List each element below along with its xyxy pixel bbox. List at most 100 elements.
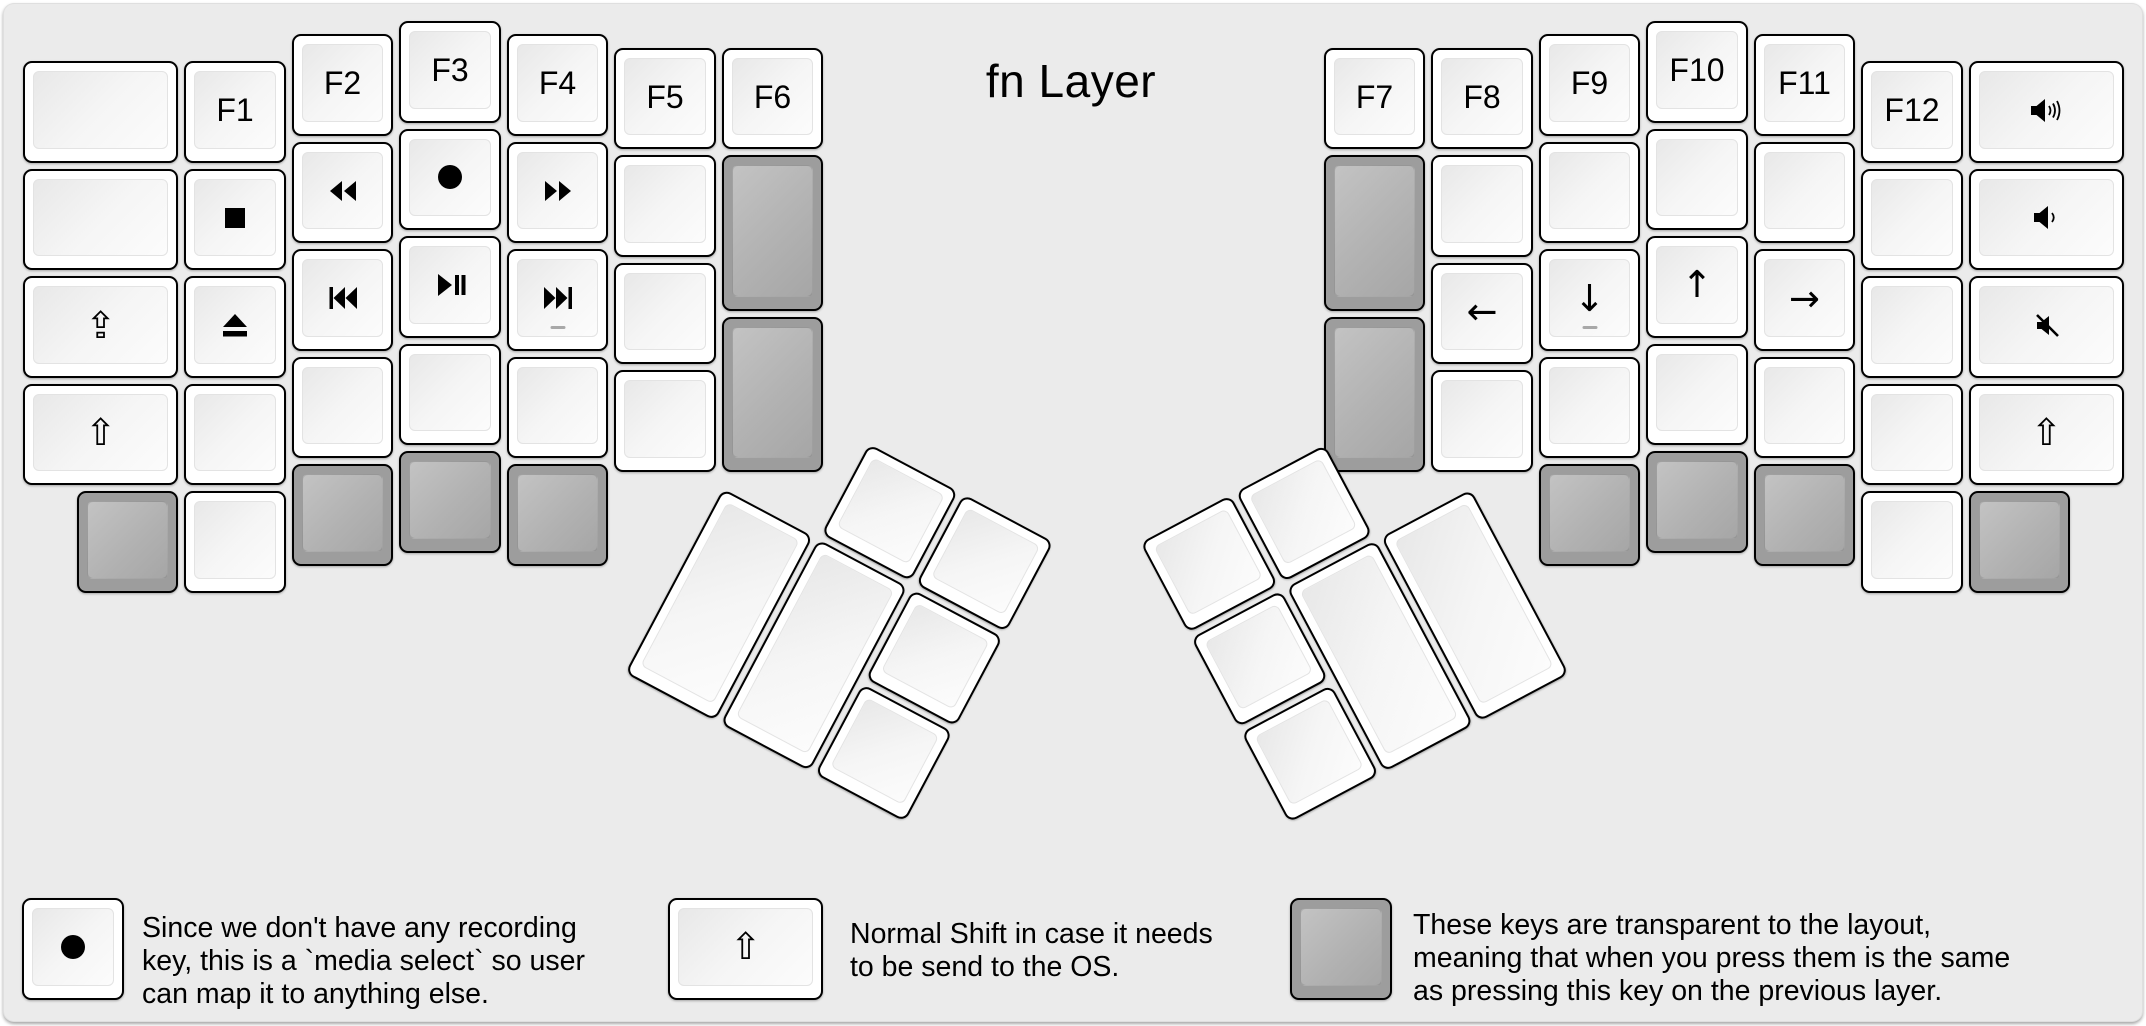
eject-icon (220, 312, 250, 339)
key-f2[interactable]: F2 (291, 34, 394, 136)
homing-bar (550, 325, 565, 329)
key-blank[interactable] (23, 168, 179, 271)
keycap-top (1871, 286, 1953, 364)
key-blank[interactable] (1646, 128, 1748, 230)
key-transparent[interactable] (721, 316, 824, 472)
keycap-top (880, 602, 990, 709)
key-f10[interactable]: F10 (1646, 21, 1748, 123)
keycap-top: F4 (516, 44, 599, 122)
key-blank[interactable] (1538, 141, 1641, 244)
key-stop[interactable] (184, 168, 286, 271)
key-f12[interactable]: F12 (1861, 61, 1963, 163)
key-blank[interactable] (1646, 343, 1748, 445)
keycap-top (1871, 393, 1953, 472)
key-blank[interactable] (1861, 276, 1963, 378)
key-f11[interactable]: F11 (1753, 34, 1856, 136)
keycap-top (1548, 474, 1631, 552)
keycap-top (731, 165, 814, 297)
keycap-top (1978, 501, 2061, 579)
keycap-top: F7 (1333, 57, 1416, 136)
keycap-top: F10 (1656, 31, 1738, 109)
key-label: F7 (1355, 78, 1394, 115)
key-arrow-left[interactable]: ← (1431, 262, 1533, 365)
key-blank[interactable] (399, 343, 501, 445)
keycap-top: ↑ (1656, 246, 1738, 324)
record-icon (436, 163, 464, 191)
key-blank[interactable] (1538, 356, 1641, 459)
key-arrow-down-glyph: ↓ (1573, 276, 1605, 320)
key-blank[interactable] (184, 383, 286, 486)
key-volume-up[interactable] (1968, 61, 2124, 163)
key-transparent[interactable] (1323, 155, 1426, 311)
key-f1[interactable]: F1 (184, 61, 286, 163)
key-label: F3 (431, 51, 469, 88)
key-fast-forward[interactable] (506, 141, 609, 244)
key-transparent[interactable] (291, 464, 394, 566)
keycap-top (1978, 71, 2114, 149)
key-prev-track[interactable] (291, 249, 394, 351)
keycap-top: F6 (731, 57, 814, 136)
keycap-top: ⇧ (1978, 393, 2114, 472)
key-blank[interactable] (506, 356, 609, 459)
key-blank[interactable] (1861, 168, 1963, 271)
key-arrow-up[interactable]: ↑ (1646, 236, 1748, 338)
key-blank[interactable] (1861, 491, 1963, 593)
key-transparent[interactable] (506, 464, 609, 566)
key-blank[interactable] (1753, 141, 1856, 244)
key-blank[interactable] (1861, 383, 1963, 486)
key-transparent[interactable] (1646, 451, 1748, 553)
key-blank[interactable] (184, 491, 286, 593)
keycap-top (1978, 178, 2114, 257)
keycap-top (409, 461, 491, 539)
key-volume-down[interactable] (1968, 168, 2124, 271)
key-shift[interactable]: ⇧ (23, 383, 179, 486)
key-blank[interactable] (1753, 356, 1856, 459)
key-caps-lock-glyph: ⇪ (85, 303, 117, 347)
key-f8[interactable]: F8 (1431, 47, 1533, 150)
key-blank[interactable] (1431, 155, 1533, 257)
key-volume-mute[interactable] (1968, 276, 2124, 378)
key-transparent[interactable] (76, 491, 179, 593)
key-transparent[interactable] (1323, 316, 1426, 472)
keycap-top (624, 272, 706, 351)
key-f7[interactable]: F7 (1323, 47, 1426, 150)
key-blank[interactable] (614, 370, 716, 472)
key-label: F5 (646, 78, 684, 115)
key-f6[interactable]: F6 (721, 47, 824, 150)
key-next-track[interactable] (506, 249, 609, 351)
key-play-pause[interactable] (399, 236, 501, 338)
key-f5[interactable]: F5 (614, 47, 716, 150)
keycap-top (32, 908, 114, 986)
key-blank[interactable] (1431, 370, 1533, 472)
keycap-top: F8 (1441, 57, 1523, 136)
key-transparent[interactable] (1538, 464, 1641, 566)
key-f9[interactable]: F9 (1538, 34, 1641, 136)
key-eject[interactable] (184, 276, 286, 378)
key-transparent[interactable] (1968, 491, 2071, 593)
key-caps-lock[interactable]: ⇪ (23, 276, 179, 378)
key-blank[interactable] (614, 155, 716, 257)
key-f3[interactable]: F3 (399, 21, 501, 123)
keycap-top (931, 507, 1040, 614)
key-arrow-right[interactable]: → (1753, 249, 1856, 351)
key-arrow-up-glyph: ↑ (1681, 263, 1713, 307)
key-f4[interactable]: F4 (506, 34, 609, 136)
keycap-top (33, 178, 169, 257)
key-rewind[interactable] (291, 141, 394, 244)
legend-line: meaning that when you press them is the … (1413, 942, 2011, 974)
legend-note-shift: Normal Shift in case it needs to be send… (850, 918, 1213, 984)
keycap-top (1254, 698, 1364, 805)
key-arrow-down[interactable]: ↓ (1538, 249, 1641, 351)
legend-line: These keys are transparent to the layout… (1413, 909, 1932, 941)
keycap-top: ⇪ (33, 286, 169, 364)
key-blank[interactable] (614, 262, 716, 365)
key-blank[interactable] (291, 356, 394, 459)
key-transparent[interactable] (721, 155, 824, 311)
key-transparent[interactable] (1753, 464, 1856, 566)
key-record[interactable] (399, 128, 501, 230)
keycap-top (1441, 380, 1523, 458)
key-shift[interactable]: ⇧ (1968, 383, 2124, 486)
key-blank[interactable] (23, 61, 179, 163)
legend-note-record: Since we don't have any recording key, t… (142, 912, 585, 1011)
key-transparent[interactable] (399, 451, 501, 553)
